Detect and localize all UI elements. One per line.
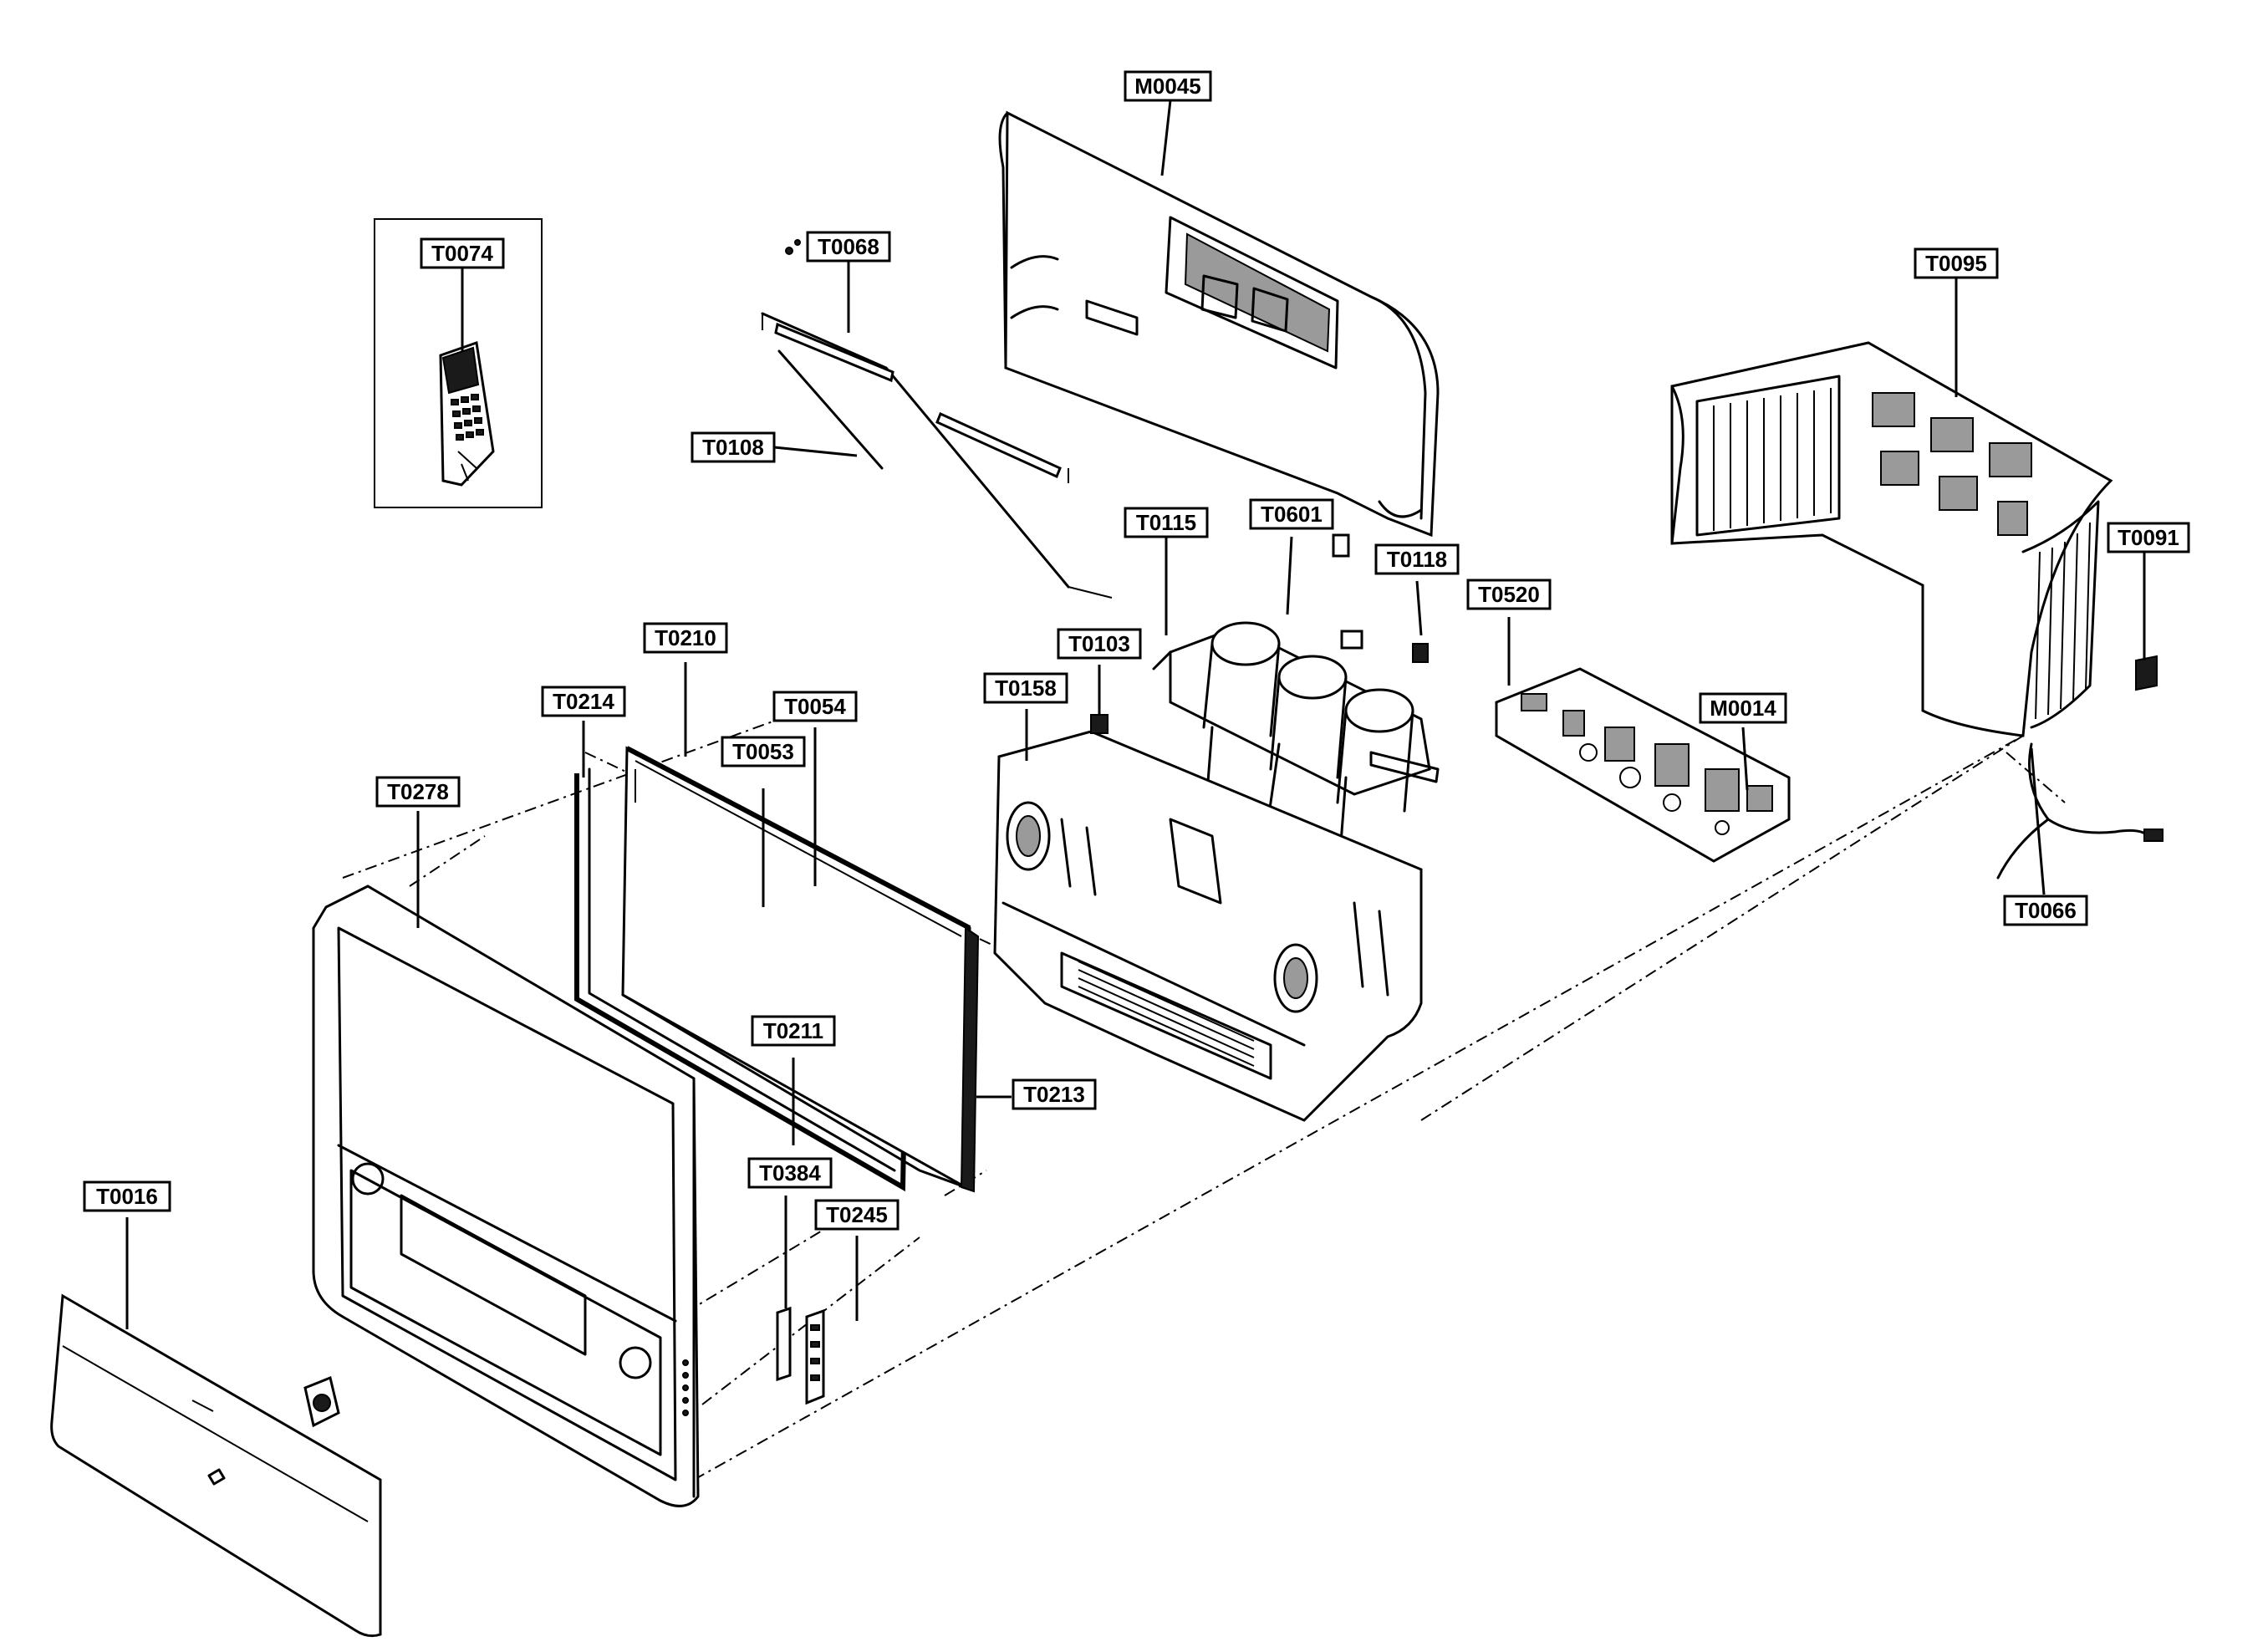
svg-text:T0213: T0213 [1023,1082,1085,1107]
label-t0115: T0115 [1124,507,1209,538]
label-t0095: T0095 [1914,247,1999,279]
screen-panel [621,746,980,1193]
label-t0066: T0066 [2003,895,2088,926]
svg-text:T0095: T0095 [1925,251,1987,276]
svg-text:T0066: T0066 [2015,898,2077,923]
main-circuit-board [1495,667,1791,863]
label-t0054: T0054 [772,691,858,722]
label-t0211: T0211 [751,1015,836,1047]
svg-text:T0211: T0211 [763,1018,823,1043]
svg-text:T0214: T0214 [553,689,614,714]
svg-text:T0158: T0158 [995,676,1057,701]
svg-text:T0278: T0278 [387,779,449,804]
label-t0158: T0158 [983,672,1068,704]
svg-text:M0045: M0045 [1134,74,1201,99]
label-m0014: M0014 [1699,692,1787,724]
svg-text:T0091: T0091 [2118,525,2179,550]
part-labels: T0074 T0068 T0108 M0045 T0095 T0091 T011… [83,70,2190,1231]
svg-text:T0601: T0601 [1261,502,1323,527]
label-t0103: T0103 [1057,628,1142,660]
label-t0053: T0053 [721,736,806,767]
svg-text:T0210: T0210 [655,625,716,650]
svg-text:T0108: T0108 [702,435,764,460]
small-strip-parts [776,1306,825,1405]
power-cord-part [1996,742,2164,880]
rear-cover [1670,341,2113,737]
svg-text:T0245: T0245 [826,1202,888,1227]
label-t0210: T0210 [643,622,728,654]
svg-text:T0054: T0054 [784,694,846,719]
svg-text:T0103: T0103 [1068,631,1130,656]
svg-text:T0053: T0053 [732,739,794,764]
front-cabinet [312,885,700,1507]
label-t0601: T0601 [1249,498,1334,530]
label-t0016: T0016 [83,1180,171,1212]
svg-text:T0068: T0068 [818,234,879,259]
label-t0118: T0118 [1374,543,1460,575]
label-t0074: T0074 [420,237,505,269]
svg-text:M0014: M0014 [1710,696,1776,721]
svg-text:T0520: T0520 [1478,582,1540,607]
label-t0278: T0278 [375,776,461,808]
rear-top-cabinet [998,110,1440,558]
svg-text:T0118: T0118 [1387,547,1447,572]
main-chassis [993,630,1429,1122]
label-t0108: T0108 [691,431,776,463]
front-door-panel [50,1293,382,1638]
label-t0384: T0384 [747,1157,833,1189]
label-t0214: T0214 [541,686,626,717]
small-bracket-part [2135,655,2158,691]
svg-text:T0016: T0016 [96,1184,158,1209]
label-t0520: T0520 [1466,579,1552,610]
remote-control-part [374,218,543,508]
label-t0245: T0245 [814,1199,900,1231]
label-t0068: T0068 [806,231,891,263]
label-t0213: T0213 [1012,1078,1097,1110]
crt-lens-assembly [1152,621,1440,888]
svg-text:T0115: T0115 [1136,510,1196,535]
label-t0091: T0091 [2107,522,2190,553]
leader-lines [125,99,2146,1329]
label-m0045: M0045 [1124,70,1212,102]
mirror-assembly [761,239,1113,599]
svg-text:T0384: T0384 [759,1160,821,1185]
svg-text:T0074: T0074 [431,241,493,266]
